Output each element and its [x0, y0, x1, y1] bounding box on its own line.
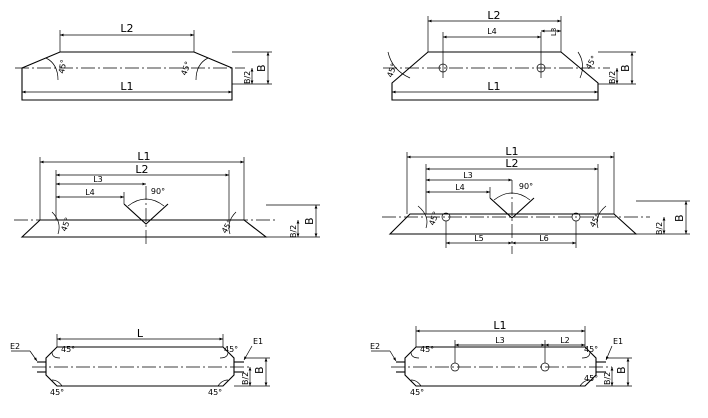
angle-arc-right	[596, 205, 607, 229]
leader-e2	[29, 350, 38, 362]
diagram-5: L E2 E1 45° 45° 45° 45° B/2 B	[10, 327, 270, 397]
angle-label-top-right: 45°	[224, 345, 238, 354]
dimension-label-b: B	[619, 64, 632, 72]
angle-arc-bottom-right	[217, 379, 229, 387]
dimension-label-l1: L1	[487, 80, 500, 93]
part-outline	[404, 346, 597, 387]
dimension-label-e2: E2	[10, 342, 20, 351]
dimension-label-l1: L1	[505, 145, 518, 158]
dimension-label-l2: L2	[505, 157, 518, 170]
angle-label-left: 45°	[59, 216, 72, 232]
dimension-label-l3: L3	[550, 28, 558, 36]
angle-label-bottom-left: 45°	[50, 388, 64, 397]
dimension-label-b: B	[253, 366, 266, 374]
angle-label-left: 45°	[427, 210, 440, 226]
angle-arc-top-left	[410, 351, 420, 359]
angle-arc-left	[387, 51, 411, 79]
dimension-label-l2: L2	[120, 22, 133, 35]
dimension-label-l6: L6	[539, 234, 549, 243]
dimension-label-l4: L4	[487, 27, 497, 36]
diagram-6: L1 L3 L2 E2 E1 45° 45° 45° 45° B/2 B	[370, 319, 632, 397]
dimension-label-l2: L2	[135, 163, 148, 176]
angle-label-left: 45°	[57, 59, 68, 75]
dimension-label-b2: B/2	[655, 222, 664, 235]
angle-label-top-right: 45°	[584, 345, 598, 354]
dimension-label-e1: E1	[613, 337, 623, 346]
dimension-label-l1: L1	[493, 319, 506, 332]
angle-arc-right	[228, 211, 237, 235]
dimension-label-l4: L4	[455, 183, 465, 192]
angle-label-right: 45°	[220, 218, 235, 235]
diagram-2: L2 L4 L3 L1 45° 45° B/2 B	[383, 9, 636, 101]
dimension-label-b2: B/2	[241, 372, 250, 385]
diagram-1: L2 L1 45° 45° B/2 B	[15, 22, 272, 101]
dimension-label-l3: L3	[495, 336, 505, 345]
angle-label-right: 45°	[584, 54, 599, 71]
angle-arc-right	[577, 51, 583, 79]
v-notch	[123, 203, 169, 225]
angle-label-top-left: 45°	[61, 345, 75, 354]
dimension-label-l: L	[137, 327, 144, 340]
angle-label-left: 45°	[385, 62, 398, 78]
angle-label-notch: 90°	[519, 182, 533, 191]
diagram-4: L1 L2 L3 L4 90° L5 L6 45° 45° B/2 B	[382, 145, 690, 254]
dimension-label-b2: B/2	[608, 71, 617, 84]
dimension-label-l1: L1	[137, 150, 150, 163]
dimension-label-b: B	[673, 214, 686, 222]
angle-arc-top-right	[219, 351, 229, 359]
dimension-label-b2: B/2	[243, 71, 252, 84]
v-notch	[489, 197, 535, 219]
angle-arc-top-right	[581, 351, 591, 359]
angle-label-bottom-left: 45°	[410, 388, 424, 397]
angle-label-bottom-right: 45°	[584, 374, 598, 383]
dimension-label-l1: L1	[120, 80, 133, 93]
dimension-label-e1: E1	[253, 337, 263, 346]
dimension-label-l4: L4	[85, 188, 95, 197]
angle-arc-bottom-left	[51, 379, 63, 387]
angle-arc-bottom-right	[579, 379, 591, 387]
dimension-label-e2: E2	[370, 342, 380, 351]
angle-label-bottom-right: 45°	[208, 388, 222, 397]
dimension-label-l3: L3	[463, 171, 473, 180]
leader-e2	[389, 350, 397, 362]
part-outline	[45, 346, 235, 387]
dimension-label-l2: L2	[487, 9, 500, 22]
dimension-label-b: B	[255, 64, 268, 72]
angle-label-notch: 90°	[151, 187, 165, 196]
angle-arc-left	[51, 211, 60, 235]
part-outline	[388, 213, 638, 235]
dimension-label-b2: B/2	[603, 372, 612, 385]
dimension-label-b2: B/2	[289, 225, 298, 238]
angle-arc-bottom-left	[410, 379, 422, 387]
dimension-label-l3: L3	[93, 175, 103, 184]
angle-arc-left	[45, 57, 59, 81]
angle-label-top-left: 45°	[420, 345, 434, 354]
angle-label-right: 45°	[588, 212, 603, 229]
angle-arc-left	[417, 205, 428, 229]
dimension-label-b: B	[615, 366, 628, 374]
angle-label-right: 45°	[179, 60, 192, 76]
dimension-label-l5: L5	[474, 234, 484, 243]
angle-arc-top-left	[51, 351, 61, 359]
dimension-label-b: B	[303, 217, 316, 225]
dimension-label-l2: L2	[560, 336, 570, 345]
diagram-3: L1 L2 L3 L4 90° 45° 45° B/2 B	[14, 150, 320, 244]
angle-arc-right	[195, 57, 209, 81]
